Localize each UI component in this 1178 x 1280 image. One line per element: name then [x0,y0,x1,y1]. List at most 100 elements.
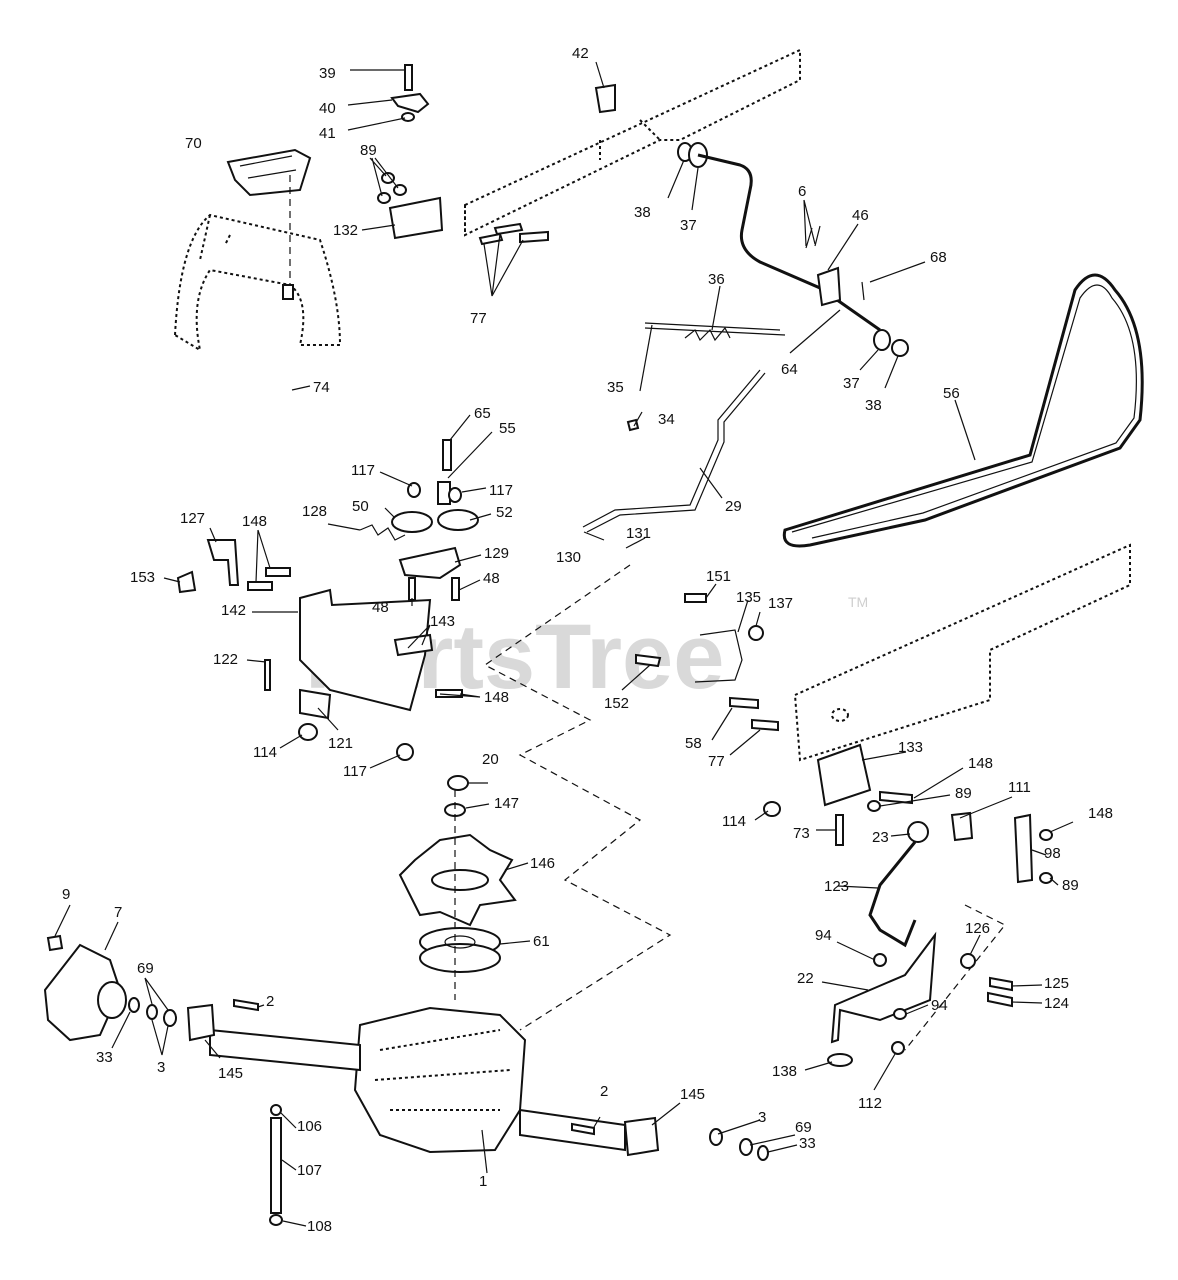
washer-112 [891,1041,905,1055]
callout-33-left: 33 [96,1049,113,1066]
callout-98: 98 [1044,845,1061,862]
cable-route [483,564,672,1031]
bracket-132 [388,196,444,240]
callout-111: 111 [1008,779,1031,796]
callout-73: 73 [793,825,810,842]
bolt-122 [264,659,271,691]
lever-123 [868,841,917,948]
belt-56 [782,273,1144,548]
bolt-151 [684,593,707,603]
callout-89-mid: 89 [955,785,972,802]
fitting-108 [269,1214,283,1226]
callout-148-e: 148 [1088,805,1113,822]
bracket-133 [816,743,872,807]
callout-132: 132 [333,222,358,239]
part-153 [176,570,197,594]
bolt-148-b [247,581,273,591]
nut-20 [447,775,469,791]
bolt-148-a [265,567,291,577]
callout-22: 22 [797,970,814,987]
bracket-98 [1013,813,1034,884]
callout-94-a: 94 [815,927,832,944]
callout-69-left: 69 [137,960,154,977]
callout-37-top: 37 [680,217,697,234]
callout-112: 112 [858,1095,882,1112]
spacer-111 [950,811,974,842]
spring-128 [359,524,406,541]
callout-138: 138 [772,1063,797,1080]
callout-123: 123 [824,878,849,895]
washer-33-left [128,997,140,1013]
callout-42: 42 [572,45,589,62]
callout-61: 61 [533,933,550,950]
nut-117-a [407,482,421,498]
callout-48-a: 48 [483,570,500,587]
hub-7 [43,943,127,1042]
callout-74: 74 [313,379,330,396]
washer-94-a [873,953,887,967]
bolt-9 [46,934,64,952]
callout-29: 29 [725,498,742,515]
part-121 [299,688,332,720]
washer-94-b [893,1008,907,1020]
linkage-route [904,904,1006,1051]
callout-145-right: 145 [680,1086,705,1103]
callout-68: 68 [930,249,947,266]
callout-38-bot: 38 [865,397,882,414]
callout-142: 142 [221,602,246,619]
screw-74 [282,284,294,300]
bolt-48-b [408,577,416,601]
callout-34: 34 [658,411,675,428]
callout-148-a: 148 [242,513,267,530]
shaft-64 [697,153,881,332]
callout-148-d: 148 [968,755,993,772]
callout-148-c: 148 [484,689,509,706]
callout-35: 35 [607,379,624,396]
handle-127 [206,539,240,586]
callout-135: 135 [736,589,761,606]
fitting-106 [270,1104,282,1116]
callout-65: 65 [474,405,491,422]
callout-107: 107 [297,1162,322,1179]
link-135 [694,629,743,683]
washer-138 [827,1053,853,1067]
plate-129 [398,546,462,580]
callout-36: 36 [708,271,725,288]
clip-40 [390,92,430,114]
pulley-50 [391,511,433,533]
callout-114-a: 114 [253,744,277,761]
callout-130: 130 [556,549,581,566]
callout-20: 20 [482,751,499,768]
callout-23: 23 [872,829,889,846]
leader-lines [54,61,1074,1227]
callout-127: 127 [180,510,205,527]
frame-right [793,543,1131,762]
bracket-145-right [623,1116,660,1157]
callout-106: 106 [297,1118,322,1135]
callout-77: 77 [470,310,487,327]
bolt-65 [442,439,452,471]
callout-70: 70 [185,135,202,152]
fan-hub [431,869,489,891]
seat-cover-70 [226,148,312,197]
callout-143: 143 [430,613,455,630]
bolt-77-right [751,718,779,732]
nut-41 [401,112,415,122]
spacer-55 [437,481,451,505]
callout-9: 9 [62,886,70,903]
bolt-124 [987,991,1013,1008]
callout-52: 52 [496,504,513,521]
bolt-58 [729,696,759,710]
callout-64: 64 [781,361,798,378]
callout-2-right: 2 [600,1083,608,1100]
pin-68 [861,281,865,301]
callout-126: 126 [965,920,990,937]
callout-33-right: 33 [799,1135,816,1152]
nut-117-c [396,743,414,761]
pulley-52 [437,509,479,531]
pins-6 [805,225,821,249]
callout-131: 131 [626,525,651,542]
callout-39: 39 [319,65,336,82]
callout-55: 55 [499,420,516,437]
